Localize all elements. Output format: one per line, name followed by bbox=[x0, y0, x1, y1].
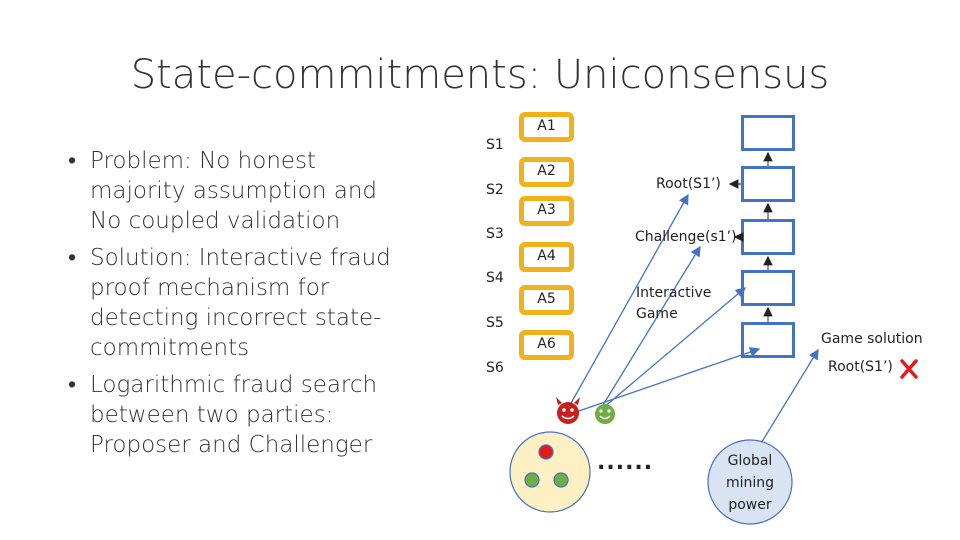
slide-title: State-commitments: Uniconsensus bbox=[130, 52, 830, 98]
mining-power-arrow bbox=[759, 348, 819, 446]
red-cross-icon bbox=[900, 359, 918, 379]
pool-red-node bbox=[538, 444, 554, 460]
devil-face-icon bbox=[556, 397, 580, 424]
pool-circle bbox=[509, 431, 591, 513]
bullet-text: Problem: No honest majority assumption a… bbox=[90, 148, 378, 234]
pool-green-node bbox=[524, 472, 540, 488]
challenge-label: Challenge(s1’) bbox=[635, 229, 737, 245]
chain-block-2 bbox=[741, 166, 795, 202]
interactive-game-label-line2: Game bbox=[636, 306, 678, 322]
global-mining-power-line2: mining bbox=[725, 475, 775, 491]
challenger-arrow-challenge bbox=[602, 245, 701, 406]
state-label-s6: S6 bbox=[486, 360, 504, 376]
bullet-list: • Problem: No honest majority assumption … bbox=[60, 146, 405, 467]
root-result-label: Root(S1’) bbox=[828, 359, 893, 375]
global-mining-power-line1: Global bbox=[727, 453, 773, 469]
bullet-text: Logarithmic fraud search between two par… bbox=[90, 372, 378, 458]
bullet-solution: • Solution: Interactive fraud proof mecha… bbox=[60, 243, 405, 363]
bullet-dot: • bbox=[68, 148, 77, 174]
bullet-problem: • Problem: No honest majority assumption … bbox=[60, 146, 405, 236]
state-label-s5: S5 bbox=[486, 315, 504, 331]
challenger-arrow-game bbox=[602, 287, 746, 409]
global-mining-power-circle bbox=[707, 439, 793, 525]
global-mining-power-label: Global mining power bbox=[708, 450, 792, 516]
proposer-arrow-game bbox=[572, 347, 761, 414]
action-box-a4: A4 bbox=[519, 242, 574, 272]
state-label-s3: S3 bbox=[486, 226, 504, 242]
bullet-dot: • bbox=[68, 245, 77, 271]
root-label: Root(S1’) bbox=[656, 176, 721, 192]
bullet-text: Solution: Interactive fraud proof mechan… bbox=[90, 245, 391, 361]
action-box-a3: A3 bbox=[519, 196, 574, 226]
state-label-s1: S1 bbox=[486, 137, 504, 153]
smiley-face-icon bbox=[595, 404, 615, 424]
pool-green-node bbox=[553, 472, 569, 488]
state-label-s2: S2 bbox=[486, 182, 504, 198]
action-box-a6: A6 bbox=[519, 330, 574, 360]
action-box-a1: A1 bbox=[519, 112, 574, 142]
state-label-s4: S4 bbox=[486, 270, 504, 286]
action-box-a2: A2 bbox=[519, 157, 574, 187]
bullet-logarithmic-search: • Logarithmic fraud search between two pa… bbox=[60, 370, 405, 460]
chain-block-1 bbox=[741, 115, 795, 151]
action-box-a5: A5 bbox=[519, 285, 574, 315]
ellipsis-dots: ...... bbox=[597, 450, 654, 475]
bullet-dot: • bbox=[68, 372, 77, 398]
game-solution-label: Game solution bbox=[821, 331, 923, 347]
interactive-game-label-line1: Interactive bbox=[636, 285, 712, 301]
proposer-arrow-root bbox=[569, 193, 689, 406]
chain-block-4 bbox=[741, 270, 795, 306]
global-mining-power-line3: power bbox=[728, 497, 772, 513]
